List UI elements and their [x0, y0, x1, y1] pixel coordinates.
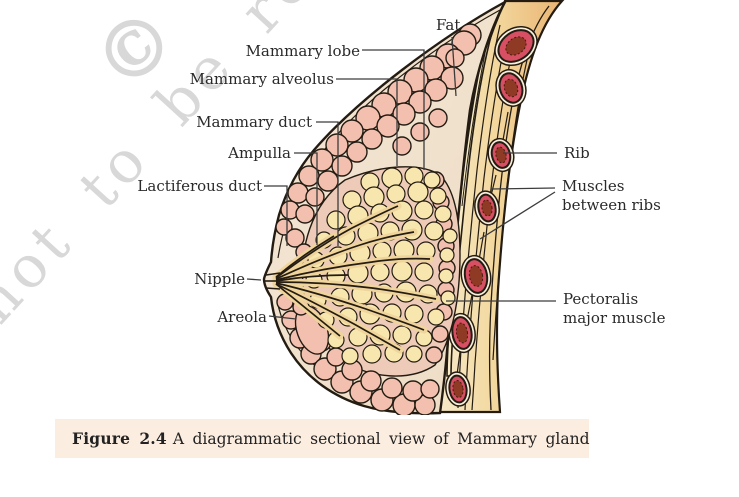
- leader-mammary-alveolus: [336, 78, 398, 166]
- rib-7: [445, 371, 471, 407]
- chest-wall: [438, 0, 565, 414]
- label-muscles-between-ribs: Muscles between ribs: [562, 177, 661, 214]
- label-mammary-duct: Mammary duct: [196, 113, 312, 131]
- label-rib: Rib: [564, 144, 590, 162]
- label-pectoralis-major-muscle: Pectoralis major muscle: [563, 290, 666, 327]
- leader-mammary-lobe: [362, 49, 425, 170]
- rib-4: [474, 190, 500, 226]
- rib-5: [460, 254, 492, 298]
- label-nipple: Nipple: [194, 270, 245, 288]
- rib-2: [495, 69, 527, 107]
- leader-nipple: [246, 278, 262, 281]
- label-mammary-lobe: Mammary lobe: [245, 42, 360, 60]
- figure-caption-number: Figure 2.4: [72, 429, 167, 448]
- leader-fat: [451, 36, 457, 97]
- leader-areola: [268, 315, 297, 320]
- leader-muscles-lower: [479, 191, 556, 240]
- label-ampulla: Ampulla: [228, 144, 291, 162]
- ribs: [445, 25, 538, 407]
- leader-lines: [246, 36, 557, 320]
- fat-lobules: [275, 23, 482, 415]
- leader-lactiferous-duct: [264, 185, 288, 246]
- label-mammary-alveolus: Mammary alveolus: [189, 70, 334, 88]
- label-fat: Fat: [436, 16, 461, 34]
- rib-6: [448, 312, 476, 354]
- mammary-gland-diagram: [246, 0, 565, 415]
- rib-1: [494, 25, 538, 67]
- label-lactiferous-duct: Lactiferous duct: [137, 177, 262, 195]
- nipple-tip: [264, 272, 281, 290]
- leader-ampulla: [294, 152, 318, 245]
- figure-caption: Figure 2.4 A diagrammatic sectional view …: [55, 419, 590, 458]
- lactiferous-ducts: [272, 202, 440, 354]
- leader-muscles-upper: [490, 187, 556, 190]
- leader-mammary-duct: [316, 121, 339, 246]
- label-areola: Areola: [217, 308, 267, 326]
- figure-caption-text: A diagrammatic sectional view of Mammary…: [172, 430, 590, 448]
- rib-3: [487, 137, 515, 173]
